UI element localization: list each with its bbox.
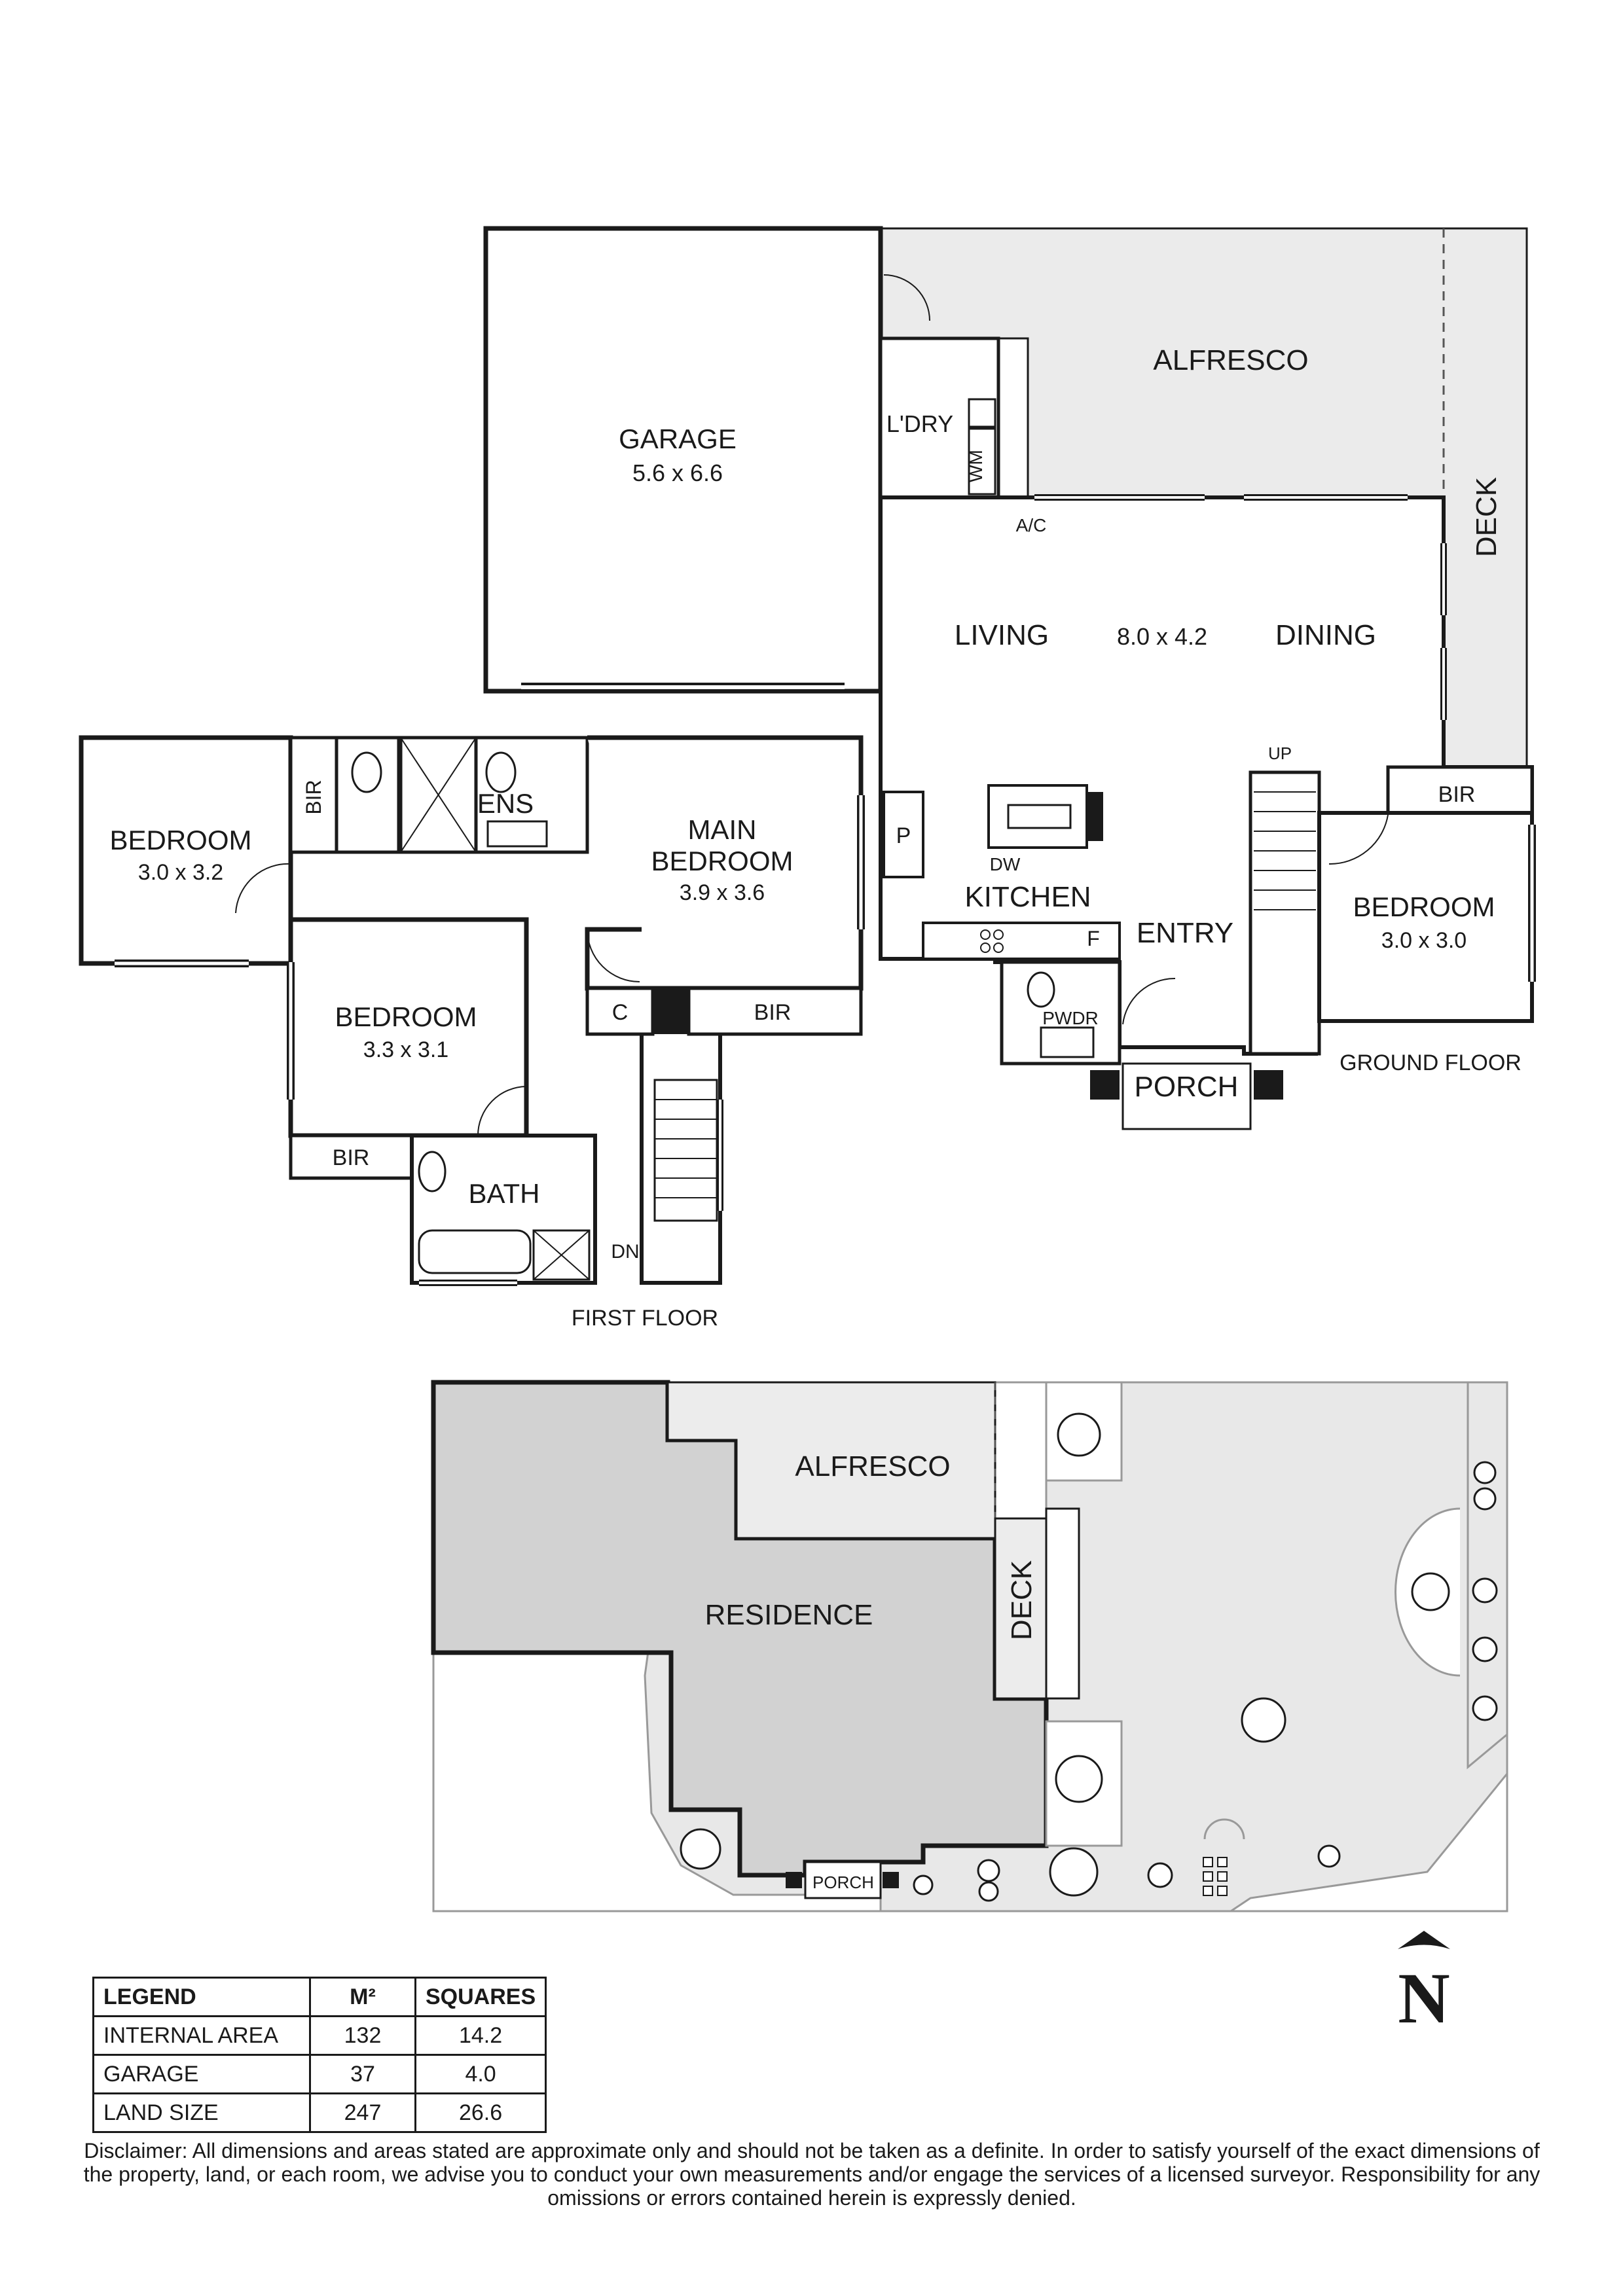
pantry [883,791,924,878]
garage-label: GARAGE [619,423,737,454]
legend-row: INTERNAL AREA 132 14.2 [92,2015,547,2056]
bir-south-label: BIR [333,1145,370,1170]
site-deck [994,1517,1048,1700]
powder-label: PWDR [1042,1008,1099,1028]
site-plan: ALFRESCO DECK RESIDENCE PORCH [431,1380,1508,1912]
porch-label: PORCH [1135,1071,1239,1103]
pantry-label: P [896,823,911,848]
site-porch [804,1861,882,1899]
ground-floor-plan: GARAGE 5.6 x 6.6 ALFRESCO DECK L'DRY WM … [483,226,1536,1130]
bath-label: BATH [469,1178,540,1209]
compass-letter: N [1398,1958,1450,2038]
site-alfresco-label: ALFRESCO [795,1450,950,1482]
site-porch-label: PORCH [812,1873,874,1892]
bedroom-south-label: BEDROOM [335,1001,477,1032]
dn-label: DN [611,1241,639,1263]
up-label: UP [1268,744,1292,763]
legend-header-row: LEGEND M² SQUARES [92,1977,547,2017]
laundry-label: L'DRY [886,410,953,437]
cupboard [585,986,655,1036]
site-deck-label: DECK [1006,1560,1038,1640]
powder-room [1000,960,1122,1066]
dining-label: DINING [1275,619,1376,651]
porch [1122,1062,1252,1130]
bedroom-south [288,917,529,1138]
ensuite-label: ENS [477,788,534,819]
bedroom-south-size: 3.3 x 3.1 [363,1037,448,1062]
bedroom-west [79,735,293,966]
disclaimer-text: Disclaimer: All dimensions and areas sta… [83,2139,1541,2210]
first-floor-plan: BEDROOM 3.0 x 3.2 BIR ENS MAIN BEDROOM 3… [79,735,865,1331]
main-bedroom-size: 3.9 x 3.6 [680,880,765,905]
bir-ground-label: BIR [1438,782,1476,807]
laundry-door-swing [883,274,930,321]
bir-main-label: BIR [754,1000,792,1025]
washing-machine [968,427,996,495]
legend-row-squares: 14.2 [414,2015,547,2056]
north-compass: N [1398,1931,1450,2038]
legend-header-label: LEGEND [92,1977,311,2017]
legend-header-squares: SQUARES [414,1977,547,2017]
garden-trees [680,1412,1498,1902]
legend-row-m2: 37 [309,2054,416,2094]
bedroom-west-label: BEDROOM [109,825,251,855]
ground-stairs [1249,770,1321,1056]
wm-label: WM [966,450,986,482]
bedroom-west-size: 3.0 x 3.2 [138,860,223,885]
fridge-label: F [1087,927,1100,950]
entry-door-swing [1122,977,1176,1025]
bir-west [289,736,338,854]
legend-header-m2: M² [309,1977,416,2017]
legend-row-m2: 132 [309,2015,416,2056]
legend-row-label: INTERNAL AREA [92,2015,311,2056]
deck-label: DECK [1470,477,1503,557]
first-floor-stairs [653,1079,718,1222]
kitchen-label: KITCHEN [964,881,1091,913]
garage-size: 5.6 x 6.6 [632,459,723,486]
main-bedroom-label-2: BEDROOM [651,846,793,876]
legend-row: GARAGE 37 4.0 [92,2054,547,2094]
alfresco-label: ALFRESCO [1153,344,1308,376]
bir-ground [1386,765,1534,815]
site-residence-label: RESIDENCE [705,1599,873,1631]
living-dining-size: 8.0 x 4.2 [1117,623,1207,650]
area-legend-table: LEGEND M² SQUARES INTERNAL AREA 132 14.2… [92,1977,547,2133]
cupboard-label: C [612,1000,629,1025]
bir-main [687,986,863,1036]
dw-label: DW [990,854,1021,874]
entry-label: ENTRY [1137,917,1233,949]
laundry-tub [968,398,996,428]
legend-row-squares: 26.6 [414,2092,547,2133]
ground-floor-caption: GROUND FLOOR [1340,1050,1522,1075]
first-floor-caption: FIRST FLOOR [572,1306,718,1331]
main-bedroom-label-1: MAIN [688,814,757,845]
bathtub [418,1229,532,1274]
legend-row-squares: 4.0 [414,2054,547,2094]
living-label: LIVING [955,619,1049,651]
legend-row: LAND SIZE 247 26.6 [92,2092,547,2133]
kitchen-bench [922,922,1121,960]
ac-label: A/C [1016,515,1047,535]
legend-row-m2: 247 [309,2092,416,2133]
legend-row-label: LAND SIZE [92,2092,311,2133]
legend-row-label: GARAGE [92,2054,311,2094]
bir-west-label: BIR [302,780,325,814]
bedroom-ground-size: 3.0 x 3.0 [1381,928,1467,953]
bedroom-ground-label: BEDROOM [1353,891,1495,922]
